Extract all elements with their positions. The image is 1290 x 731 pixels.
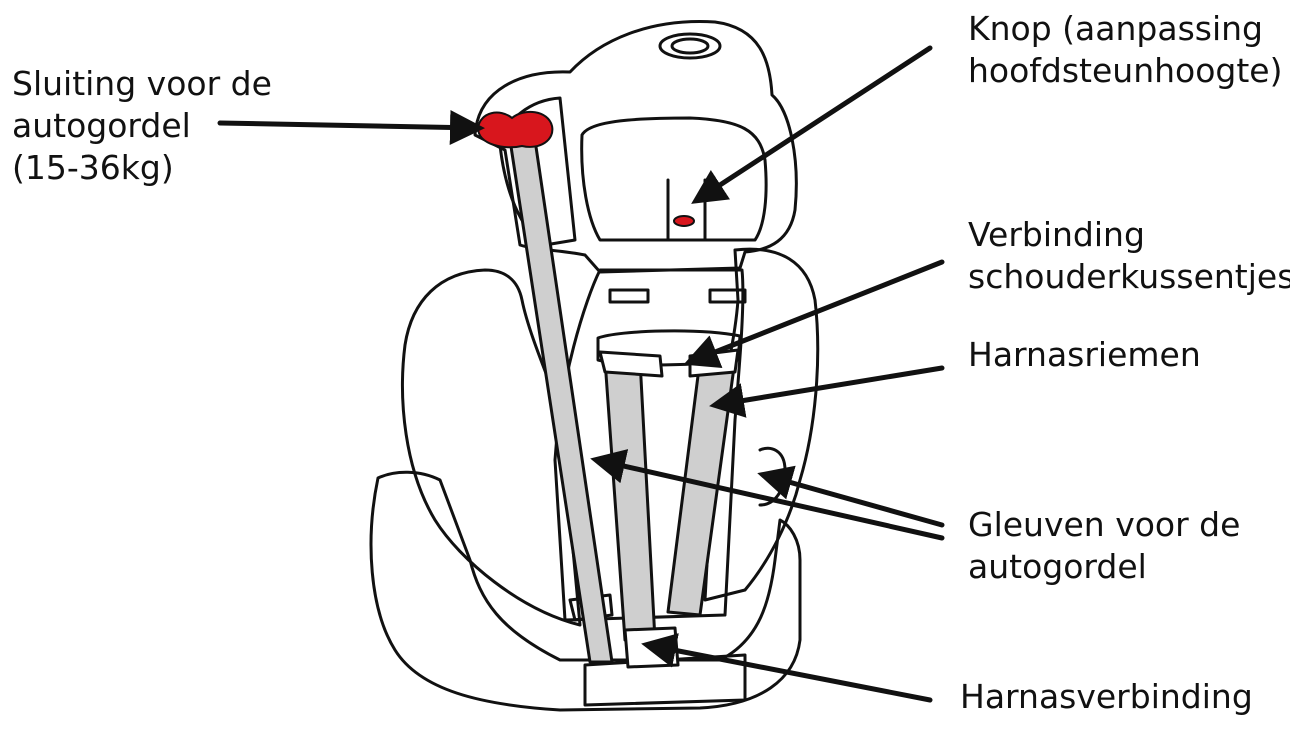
arrow-icon — [641, 633, 933, 703]
label-belt-guides: Gleuven voor de autogordel — [968, 504, 1240, 588]
headrest-button-slot — [666, 178, 707, 242]
arrow-icon — [683, 259, 945, 368]
label-harness-straps: Harnasriemen — [968, 334, 1201, 376]
arrow-icon — [217, 109, 485, 145]
headrest-handle — [658, 32, 722, 60]
belt-clip-red — [476, 110, 554, 149]
vehicle-belt-diagonal — [508, 138, 614, 664]
label-line: Sluiting voor de — [12, 64, 272, 103]
label-line: hoofdsteunhoogte) — [968, 51, 1283, 90]
label-line: Knop (aanpassing — [968, 9, 1264, 48]
child-car-seat-illustration — [369, 20, 820, 712]
headrest-outer — [473, 20, 798, 274]
label-line: Verbinding — [968, 215, 1145, 254]
label-belt-clip: Sluiting voor de autogordel (15-36kg) — [12, 63, 272, 189]
arrow-icon — [691, 45, 933, 204]
pointer-arrows — [217, 45, 945, 703]
label-line: autogordel — [968, 547, 1147, 586]
left-side-wing — [401, 268, 582, 627]
label-shoulder-pad-connection: Verbinding schouderkussentjes — [968, 214, 1290, 298]
label-line: schouderkussentjes — [968, 257, 1290, 296]
label-line: Gleuven voor de — [968, 505, 1241, 544]
headrest-inner — [580, 116, 768, 242]
label-headrest-button: Knop (aanpassing hoofdsteunhoogte) — [968, 8, 1282, 92]
arrow-icon — [709, 365, 945, 418]
harness-strap-left — [603, 358, 657, 642]
red-accents — [476, 110, 695, 227]
seat-base-front — [583, 653, 747, 707]
label-line: Harnasriemen — [968, 335, 1201, 374]
label-line: Harnasverbinding — [960, 677, 1253, 716]
label-line: autogordel — [12, 106, 191, 145]
backrest — [553, 268, 745, 622]
label-harness-buckle: Harnasverbinding — [960, 676, 1253, 718]
shoulder-pad-left — [598, 350, 664, 378]
arrow-icon — [757, 465, 945, 528]
headrest-button-red — [673, 215, 695, 227]
harness-slot-left — [608, 288, 650, 304]
seat-base — [369, 470, 802, 712]
straps — [508, 138, 740, 669]
label-line: (15-36kg) — [12, 148, 174, 187]
harness-slot-right — [708, 288, 747, 304]
